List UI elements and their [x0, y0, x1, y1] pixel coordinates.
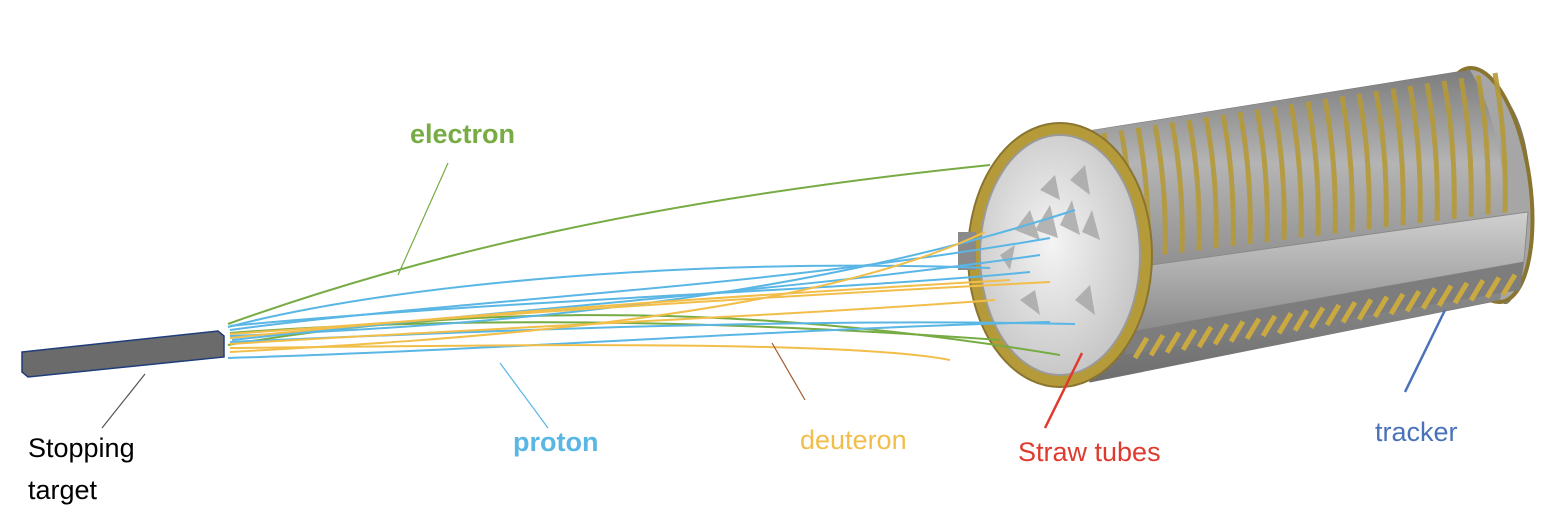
straw-rib-lower [1260, 314, 1278, 338]
straw-rib [1492, 72, 1508, 213]
stopping-target-label-line1: Stopping [28, 433, 135, 463]
leader-lines [101, 162, 1447, 429]
straw-rib-lower [1388, 292, 1406, 316]
straw-rib-lower [1244, 317, 1262, 341]
straw-rib-lower [1340, 300, 1358, 324]
tracker-label: tracker [1375, 417, 1458, 447]
straw-rib-lower [1196, 325, 1214, 349]
straw-rib [1373, 90, 1389, 228]
straw-rib [1356, 93, 1372, 230]
straw-rib [1322, 98, 1338, 234]
straw-rib-lower [1420, 287, 1438, 310]
straw-rib-lower [1372, 295, 1390, 319]
straw-rib [1339, 95, 1355, 232]
deuteron-label: deuteron [800, 425, 907, 455]
tracker-cylinder-icon [1044, 65, 1535, 383]
deuteron-tracks [229, 231, 1051, 361]
straw-rib-lower [1164, 331, 1182, 354]
straw-rib [1390, 88, 1406, 226]
straw-rib-lower [1180, 328, 1198, 352]
proton-label: proton [513, 427, 599, 457]
straw-rib-lower [1148, 333, 1166, 357]
straw-rib [1424, 82, 1440, 221]
straw-rib-lower [1356, 298, 1374, 321]
straw-rib [1220, 114, 1236, 247]
straw-rib [1458, 77, 1474, 217]
straw-rib-lower [1292, 309, 1310, 332]
straw-rib [1203, 116, 1219, 249]
straw-rib [1237, 111, 1253, 245]
straw-rib [1288, 103, 1304, 238]
stopping-target-label-line2: target [28, 475, 98, 505]
straw-rib-lower [1276, 311, 1294, 335]
straw-rib-lower [1228, 320, 1246, 343]
straw-rib [1169, 121, 1185, 253]
straw-rib [1254, 108, 1270, 242]
straw-rib-lower [1452, 281, 1470, 305]
electron-label: electron [410, 119, 516, 149]
straw-rib [1407, 85, 1423, 224]
straw-rib [1271, 106, 1287, 240]
stopping-target-icon [21, 330, 225, 378]
straw-rib-lower [1132, 336, 1150, 360]
straw-rib-lower [1308, 306, 1326, 330]
straw-rib-lower [1500, 273, 1518, 297]
straw-rib-lower [1404, 289, 1422, 313]
straw-rib [1305, 101, 1321, 236]
straw-rib [1475, 75, 1491, 215]
straw-rib-lower [1484, 276, 1502, 299]
straw-rib-lower [1436, 284, 1454, 308]
straw-rib [1152, 124, 1168, 255]
tracker-front-face [958, 122, 1153, 388]
straw-rib [1186, 119, 1202, 251]
straw-tubes-label: Straw tubes [1018, 437, 1161, 467]
straw-rib [1441, 80, 1457, 219]
straw-rib-lower [1468, 278, 1486, 302]
straw-rib-lower [1324, 303, 1342, 327]
straw-rib-lower [1212, 322, 1230, 346]
